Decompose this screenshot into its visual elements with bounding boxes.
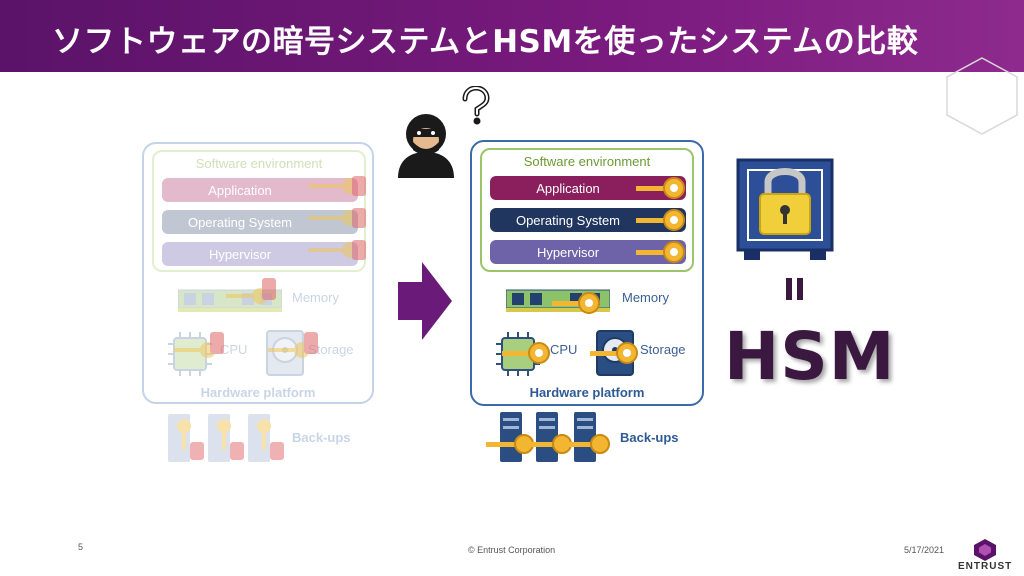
layer-hypervisor: Hypervisor	[490, 240, 686, 264]
cpu-label: CPU	[550, 342, 578, 357]
brand-name: ENTRUST	[958, 561, 1013, 572]
key-icon	[590, 342, 638, 364]
hexagon-decoration	[946, 57, 1018, 135]
layer-hypervisor: Hypervisor	[162, 242, 358, 266]
entrust-logo-icon	[974, 539, 996, 561]
key-icon	[226, 278, 276, 304]
title-bar: ソフトウェアの暗号システムとHSMを使ったシステムの比較	[0, 0, 1024, 72]
key-icon	[268, 332, 318, 358]
memory-label: Memory	[292, 290, 339, 305]
copyright: © Entrust Corporation	[468, 545, 556, 555]
page-number: 5	[78, 542, 84, 552]
key-icon	[636, 177, 685, 263]
arrow-right-icon	[398, 262, 452, 340]
hacker-icon	[398, 114, 454, 178]
layer-application: Application	[162, 178, 358, 202]
backups-label: Back-ups	[292, 430, 351, 445]
hardware-platform-label: Hardware platform	[529, 385, 645, 400]
storage-label: Storage	[640, 342, 686, 357]
hardware-platform-label: Hardware platform	[200, 385, 316, 400]
software-crypto-panel: Software environment Application Operati…	[142, 142, 374, 404]
layer-operating-system: Operating System	[162, 210, 358, 234]
storage-label: Storage	[308, 342, 354, 357]
slide-title: ソフトウェアの暗号システムとHSMを使ったシステムの比較	[52, 24, 919, 60]
backups-servers-icon	[168, 414, 284, 462]
hsm-label: HSM	[724, 318, 896, 395]
key-icon	[174, 332, 224, 358]
hsm-panel: Software environment Application Operati…	[470, 140, 704, 406]
software-environment-label: Software environment	[523, 154, 651, 169]
cpu-label: CPU	[220, 342, 248, 357]
key-icon	[552, 292, 600, 314]
key-icon	[502, 342, 550, 364]
equals-sign	[784, 278, 806, 300]
slide-date: 5/17/2021	[904, 545, 945, 555]
backups-servers-icon	[486, 412, 610, 462]
key-icon	[308, 176, 366, 260]
software-environment-label: Software environment	[195, 156, 323, 171]
safe-lock-icon	[736, 158, 834, 260]
backups-label: Back-ups	[620, 430, 679, 445]
memory-label: Memory	[622, 290, 669, 305]
question-mark-icon	[462, 86, 490, 125]
